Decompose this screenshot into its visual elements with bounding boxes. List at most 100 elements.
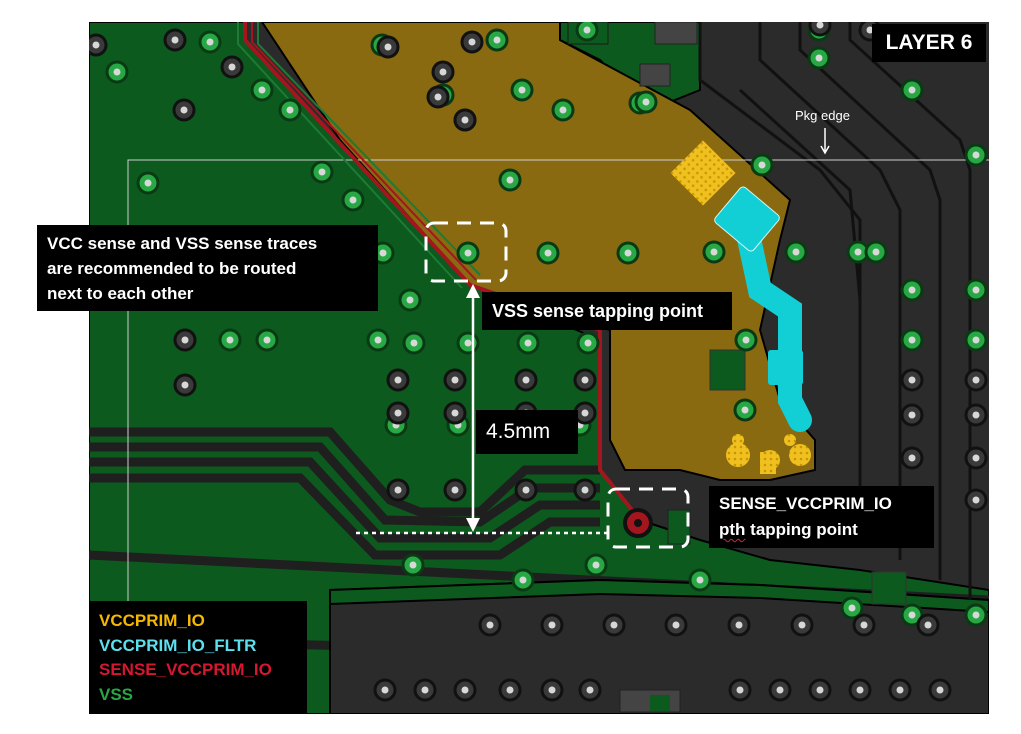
via-drill — [854, 248, 862, 256]
via-drill — [522, 486, 530, 494]
via-drill — [286, 106, 294, 114]
vss-tapping-highlight — [424, 221, 508, 283]
via-drill — [624, 249, 632, 257]
via-drill — [972, 454, 980, 462]
sense-tapping-callout: SENSE_VCCPRIM_IO pth tapping point — [709, 486, 934, 548]
sense-callout-line-1: SENSE_VCCPRIM_IO — [719, 494, 892, 513]
via-drill — [381, 686, 389, 694]
legend-item-vccprim-io: VCCPRIM_IO — [99, 611, 205, 630]
sense-tapping-highlight — [606, 487, 690, 549]
via-drill — [506, 686, 514, 694]
via-drill — [908, 376, 916, 384]
via-drill — [776, 686, 784, 694]
via-drill — [439, 68, 447, 76]
via-drill — [908, 286, 916, 294]
via-drill — [486, 621, 494, 629]
via-drill — [349, 196, 357, 204]
via-drill — [258, 86, 266, 94]
via-drill — [583, 26, 591, 34]
via-drill — [924, 621, 932, 629]
via-drill — [856, 686, 864, 694]
via-drill — [493, 36, 501, 44]
via-drill — [461, 116, 469, 124]
via-drill — [180, 106, 188, 114]
legend-item-vss: VSS — [99, 684, 134, 704]
via-drill — [860, 621, 868, 629]
via-drill — [586, 686, 594, 694]
via-drill — [581, 486, 589, 494]
via-drill — [406, 296, 414, 304]
via-drill — [798, 621, 806, 629]
via-drill — [451, 409, 459, 417]
pkg-edge-label: Pkg edge — [795, 108, 850, 123]
via-drill — [171, 36, 179, 44]
via-drill — [972, 151, 980, 159]
via-drill — [742, 336, 750, 344]
via-drill — [374, 336, 382, 344]
via-drill — [642, 98, 650, 106]
sense-callout-pth: pth — [719, 520, 746, 539]
via-drill — [379, 249, 387, 257]
via-drill — [464, 249, 472, 257]
via-drill — [421, 686, 429, 694]
via-drill — [758, 161, 766, 169]
via-drill — [394, 409, 402, 417]
legend-item-sense-vccprim-io: SENSE_VCCPRIM_IO — [99, 660, 272, 679]
via-drill — [394, 486, 402, 494]
via-drill — [228, 63, 236, 71]
via-drill — [908, 611, 916, 619]
via-drill — [908, 454, 916, 462]
note-line-1: VCC sense and VSS sense traces — [47, 234, 318, 253]
via-drill — [181, 381, 189, 389]
via-drill — [936, 686, 944, 694]
note-line-2: are recommended to be routed — [47, 259, 297, 278]
via-drill — [908, 336, 916, 344]
layer-title: LAYER 6 — [872, 24, 986, 62]
via-drill — [741, 406, 749, 414]
via-drill — [710, 248, 718, 256]
note-line-3: next to each other — [47, 284, 194, 303]
via-drill — [451, 376, 459, 384]
via-drill — [409, 561, 417, 569]
via-drill — [896, 686, 904, 694]
via-drill — [464, 339, 472, 347]
via-drill — [581, 376, 589, 384]
via-drill — [144, 179, 152, 187]
lower-green-strip — [329, 578, 989, 614]
via-drill — [394, 376, 402, 384]
via-drill — [972, 336, 980, 344]
vss-tapping-callout: VSS sense tapping point — [482, 292, 732, 330]
via-drill — [592, 561, 600, 569]
via-drill — [872, 248, 880, 256]
via-drill — [263, 336, 271, 344]
via-drill — [181, 336, 189, 344]
via-drill — [548, 686, 556, 694]
sense-callout-line-2: pth tapping point — [719, 517, 934, 543]
via-drill — [610, 621, 618, 629]
vcc-hatch-pad — [670, 140, 736, 206]
via-drill — [206, 38, 214, 46]
sense-callout-tap: tapping point — [745, 520, 858, 539]
via-drill — [548, 621, 556, 629]
via-drill — [518, 86, 526, 94]
routing-recommendation-note: VCC sense and VSS sense traces are recom… — [37, 225, 378, 311]
via-drill — [461, 686, 469, 694]
sense-tapping-via-drill — [634, 519, 642, 527]
via-drill — [815, 54, 823, 62]
via-drill — [908, 86, 916, 94]
via-drill — [524, 339, 532, 347]
via-drill — [584, 339, 592, 347]
via-drill — [792, 248, 800, 256]
via-drill — [672, 621, 680, 629]
via-drill — [581, 409, 589, 417]
via-drill — [506, 176, 514, 184]
via-drill — [544, 249, 552, 257]
via-drill — [226, 336, 234, 344]
via-drill — [972, 286, 980, 294]
via-drill — [908, 411, 916, 419]
vccprim-io-fltr-trace — [714, 186, 812, 432]
via-drill — [696, 576, 704, 584]
via-drill — [972, 496, 980, 504]
dimension-label: 4.5mm — [476, 410, 578, 454]
